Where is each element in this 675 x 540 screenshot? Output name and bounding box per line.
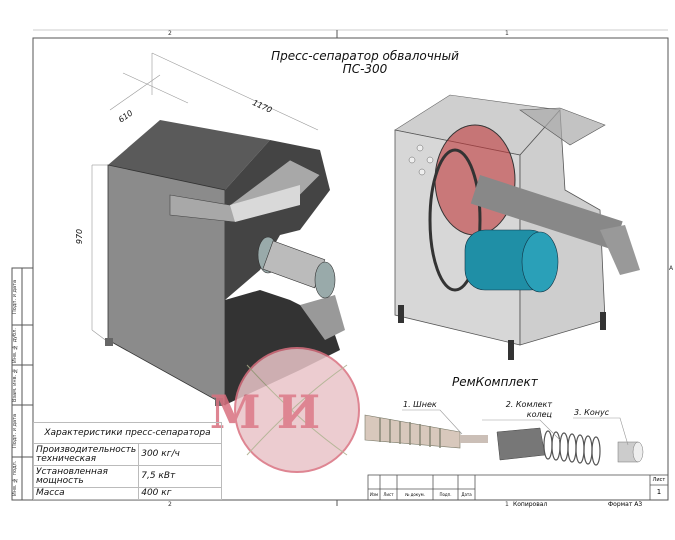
dimension-height: 970: [75, 228, 85, 245]
stamp-label: Подп. и дата: [12, 413, 18, 449]
zone-mark: 2: [168, 30, 172, 37]
param-value: 400 кг: [138, 487, 222, 500]
tb-col: Дата: [461, 492, 472, 497]
kit-item-cone: 3. Конус: [574, 408, 610, 417]
param-name: Производительность техническая: [32, 443, 140, 466]
drawing-title: Пресс-сепаратор обвалочный ПС-300: [250, 50, 480, 76]
repair-kit-title: РемКомплект: [452, 375, 538, 389]
tb-col: Изм: [369, 492, 379, 497]
characteristics-table: Характеристики пресс-сепаратора Производ…: [32, 422, 222, 500]
stamp-label: Подп. и дата: [12, 279, 18, 315]
tb-col: № докум.: [405, 492, 425, 497]
zone-mark: A: [669, 265, 674, 272]
param-name: Установленная мощность: [32, 465, 140, 488]
title-line-1: Пресс-сепаратор обвалочный: [271, 49, 459, 63]
watermark-logo: М И: [210, 347, 360, 473]
param-value: 7,5 кВт: [138, 465, 222, 488]
svg-text:М И: М И: [210, 385, 320, 439]
zone-mark: 1: [505, 30, 509, 37]
kit-item-screw: 1. Шнек: [403, 400, 437, 409]
zone-mark: 1: [505, 501, 509, 508]
characteristics-title: Характеристики пресс-сепаратора: [33, 422, 222, 444]
sheet-label: Лист: [652, 477, 666, 483]
title-line-2: ПС-300: [342, 62, 388, 76]
stamp-label: Инв. № дубл.: [12, 327, 18, 363]
param-name: Масса: [32, 487, 140, 500]
format-label: Формат А3: [608, 501, 643, 508]
kit-item-rings: 2. Комлект колец: [505, 400, 552, 419]
stamp-label: Инв. № подл.: [12, 460, 18, 497]
tb-col: Подп.: [439, 492, 452, 497]
repair-kit-parts: [364, 409, 644, 466]
sheet-number: 1: [656, 488, 662, 496]
stamp-label: Взам. инв. №: [12, 367, 18, 403]
tb-col: Лист: [383, 492, 394, 497]
param-value: 300 кг/ч: [138, 443, 222, 466]
title-block-lines: [367, 474, 669, 501]
machine-transparent-view: [394, 94, 640, 360]
zone-mark: 2: [168, 501, 172, 508]
copied-label: Копировал: [513, 501, 548, 508]
